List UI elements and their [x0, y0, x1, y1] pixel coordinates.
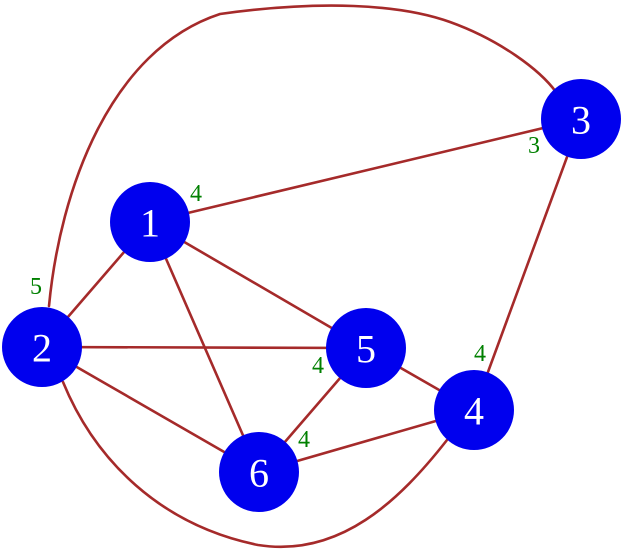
edge-3-4 [472, 117, 583, 412]
node-1-circle [110, 182, 190, 262]
node-1-label: 1 [140, 201, 160, 246]
node-4-circle [434, 370, 514, 450]
node-6-circle [219, 432, 299, 512]
node-3-label: 3 [571, 98, 591, 143]
degree-labels-layer: 4 5 3 4 4 4 [30, 133, 540, 453]
node-2-circle [2, 307, 82, 387]
node-4: 4 [434, 370, 514, 450]
node-6-label: 6 [249, 451, 269, 496]
edge-1-5 [148, 220, 368, 350]
edge-2-4 [61, 380, 449, 548]
node-4-label: 4 [464, 389, 484, 434]
node-6: 6 [219, 432, 299, 512]
node-1: 1 [110, 182, 190, 262]
nodes-layer: 1 2 3 4 5 6 [2, 79, 621, 512]
node-3-circle [541, 79, 621, 159]
edge-1-3 [148, 117, 583, 224]
node-5-label: 5 [356, 327, 376, 372]
node-3-degree-label: 3 [528, 133, 540, 159]
node-1-degree-label: 4 [190, 181, 202, 207]
node-2: 2 [2, 307, 82, 387]
edge-2-6 [40, 345, 261, 474]
edge-2-5 [40, 345, 368, 350]
node-6-degree-label: 4 [298, 427, 310, 453]
edge-2-3 [47, 4, 558, 308]
node-5-degree-label: 4 [312, 353, 324, 379]
node-4-degree-label: 4 [474, 341, 486, 367]
node-5: 5 [326, 308, 406, 388]
node-2-degree-label: 5 [30, 274, 42, 300]
edges-layer [40, 4, 583, 548]
node-2-label: 2 [32, 326, 52, 371]
node-5-circle [326, 308, 406, 388]
node-3: 3 [541, 79, 621, 159]
